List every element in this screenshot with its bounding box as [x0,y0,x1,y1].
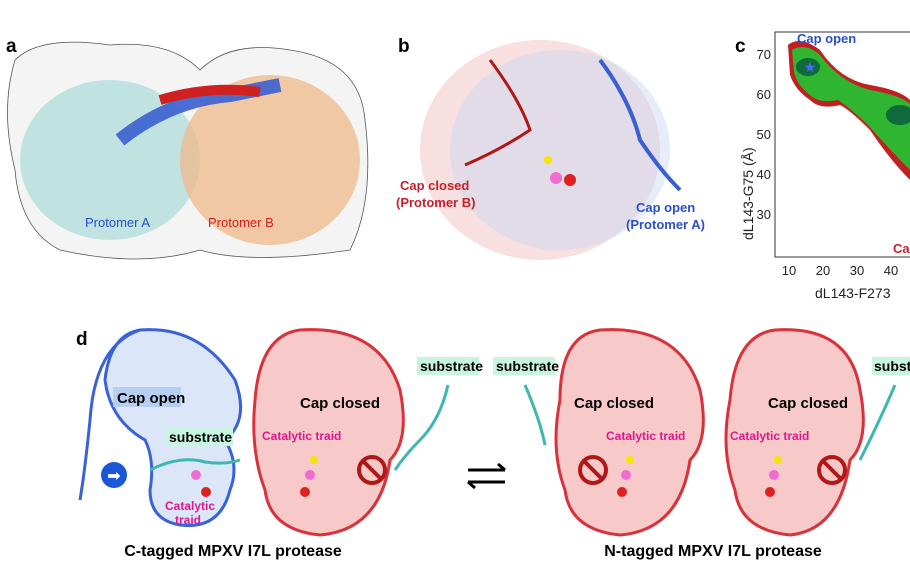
panel-b-label: b [398,36,410,57]
catalytic-atom [774,456,782,464]
y-tick: 50 [757,127,771,142]
cap-closed-label: Ca [893,241,910,256]
x-tick: 10 [782,263,796,278]
substrate-label: substrate [420,358,483,374]
energy-minimum [886,105,910,125]
x-tick: 40 [884,263,898,278]
substrate-molecule [149,458,241,472]
cap-closed-sub: (Protomer B) [396,195,475,210]
panel-a-label: a [6,36,17,57]
y-tick: 70 [757,47,771,62]
panel-c-label: c [735,36,746,57]
cap-open-sub: (Protomer A) [626,217,705,232]
star-marker-icon: ★ [804,59,817,75]
x-tick: 30 [850,263,864,278]
y-tick: 30 [757,207,771,222]
panel-d-label: d [76,329,88,350]
energy-minimum [796,58,820,76]
cap-open-label: Cap open [117,390,185,407]
panel-c: c ★ Cap open Ca 30 40 50 60 70 10 20 30 … [735,31,910,301]
catalytic-atom [201,487,211,497]
x-axis-label: dL143-F273 [815,285,891,301]
no-entry-slash [582,459,604,481]
catalytic-atom [564,174,576,186]
protomer-b-ribbon [180,75,360,245]
cap-closed-label: Cap closed [400,178,469,193]
y-tick: 60 [757,87,771,102]
equilibrium-reverse-arrow-icon [467,480,505,490]
panel-b: b Cap closed (Protomer B) Cap open (Prot… [396,36,705,260]
catalytic-atom [765,487,775,497]
catalytic-atom [769,470,779,480]
no-entry-icon [357,455,387,485]
catalytic-atom [191,470,201,480]
catalytic-label-2: traid [175,513,201,527]
catalytic-label: Catalytic traid [606,429,685,443]
catalytic-label: Catalytic [165,499,215,513]
cap-b-helix [158,84,261,105]
catalytic-atom [300,487,310,497]
substrate-highlight [165,428,233,446]
tag-tail [78,328,141,501]
catalytic-atom [310,456,318,464]
n-tagged-caption: N-tagged MPXV I7L protease [604,543,822,560]
energy-landscape-mid [792,46,910,171]
catalytic-atom [626,456,634,464]
substrate-label: substr [874,358,910,374]
cap-closed-label: Cap closed [574,395,654,412]
substrate-highlight [872,357,910,375]
equilibrium-forward-arrow-icon [468,462,506,472]
catalytic-atom [305,470,315,480]
substrate-highlight [493,357,555,375]
arrow-right-button-icon [101,462,127,488]
protomer-b-label: Protomer B [208,215,274,230]
y-tick: 40 [757,167,771,182]
cap-open-label: Cap open [636,200,695,215]
panel-a: a Protomer A Protomer B [6,36,369,260]
substrate-molecule [393,384,450,471]
substrate-highlight [417,357,479,375]
catalytic-atom [621,470,631,480]
substrate-label: substrate [169,429,232,445]
substrate-molecule [523,384,547,446]
no-entry-slash [361,459,383,481]
panel-d: d Cap open substrate ➡ Catalytic traid C… [76,328,910,560]
cap-open-protease-shape [103,328,243,528]
y-ticks: 30 40 50 60 70 [757,47,771,222]
cap-a-helix [115,78,282,146]
protomer-a-label: Protomer A [85,215,150,230]
cap-closed-loop [464,59,532,167]
c-tagged-caption: C-tagged MPXV I7L protease [124,543,342,560]
catalytic-label: Catalytic traid [262,429,341,443]
cap-open-highlight [113,387,181,407]
protomer-b-structure [420,40,660,260]
catalytic-atom [617,487,627,497]
arrow-right-glyph: ➡ [107,468,120,485]
cap-open-loop [598,58,682,192]
catalytic-atom [550,172,562,184]
cap-open-label: Cap open [797,31,856,46]
x-tick: 20 [816,263,830,278]
no-entry-icon [817,455,847,485]
substrate-molecule [858,384,897,461]
y-axis-label: dL143-G75 (Å) [740,147,756,240]
substrate-label: substrate [496,358,559,374]
x-ticks: 10 20 30 40 [782,263,898,278]
cap-closed-label: Cap closed [768,395,848,412]
no-entry-slash [821,459,843,481]
cap-closed-label: Cap closed [300,395,380,412]
catalytic-atom [544,156,552,164]
no-entry-icon [578,455,608,485]
catalytic-label: Catalytic traid [730,429,809,443]
protomer-a-structure [450,50,670,250]
